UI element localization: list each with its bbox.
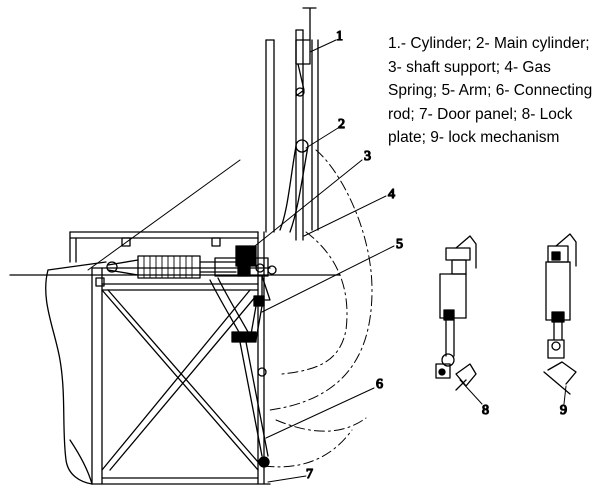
legend-item-shaft-support: 3- shaft support;: [388, 58, 501, 76]
callout-7: 7: [306, 467, 313, 482]
callout-5: 5: [396, 237, 403, 252]
swing-arcs: [263, 149, 373, 468]
lock-mechanism-detail: [543, 233, 577, 395]
connecting-rod: [239, 341, 270, 468]
callout-8: 8: [482, 403, 489, 418]
door-post: [265, 7, 319, 241]
cylinder-top: [295, 39, 311, 97]
callout-4: 4: [388, 187, 395, 202]
legend-item-lock-mechanism: 9- lock mechanism: [430, 129, 560, 146]
arm: [209, 277, 265, 343]
legend-item-cylinder: 1.- Cylinder;: [388, 35, 472, 52]
legend-item-arm: 5- Arm;: [441, 82, 492, 99]
main-cylinder-horizontal: [106, 245, 257, 279]
legend: 1.- Cylinder; 2- Main cylinder; 3- shaft…: [388, 32, 600, 150]
callout-3: 3: [364, 149, 371, 164]
callout-6: 6: [376, 377, 383, 392]
base-frame: [69, 231, 271, 485]
legend-item-door-panel: 7- Door panel;: [419, 105, 518, 123]
legend-item-main-cylinder: 2- Main cylinder;: [475, 35, 590, 52]
callout-1: 1: [336, 29, 343, 44]
leader-lines: [87, 39, 567, 483]
vehicle-body-outline: [45, 261, 271, 485]
callout-9: 9: [560, 403, 567, 418]
callout-2: 2: [338, 117, 345, 132]
gas-spring: [214, 257, 277, 301]
main-cylinder-pivot: [279, 139, 309, 233]
legend-item-gas-spring: 4- Gas Spring;: [388, 58, 551, 100]
lock-plate-detail: [435, 235, 477, 391]
legend-item-connecting-rod: 6- Connecting rod;: [388, 82, 593, 123]
legend-item-lock-plate: 8- Lock plate;: [388, 105, 573, 147]
